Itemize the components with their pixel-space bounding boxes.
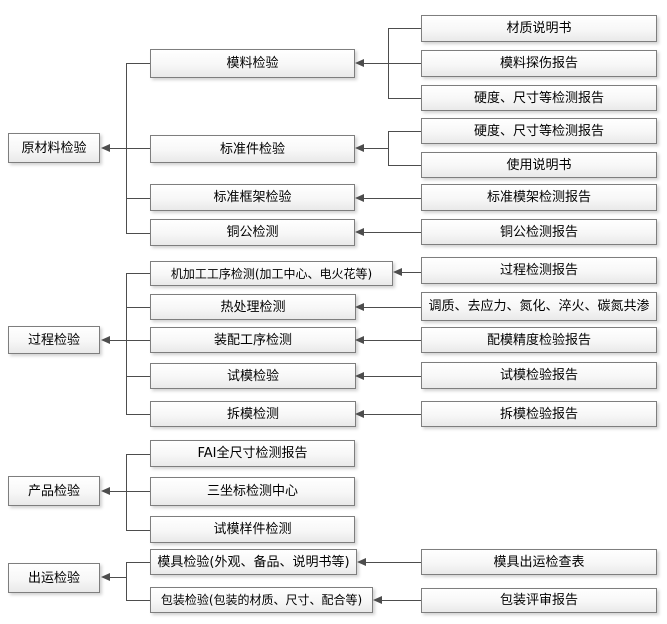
- connector-line: [388, 165, 421, 166]
- arrowhead-left-icon: [355, 410, 364, 418]
- node-shipment-inspection: 出运检验: [8, 563, 100, 593]
- arrowhead-left-icon: [101, 336, 110, 344]
- node-cmm-center: 三坐标检测中心: [150, 477, 355, 506]
- node-machining-process-inspection: 机加工工序检测(加工中心、电火花等): [150, 261, 393, 286]
- node-mold-fitting-report: 配模精度检验报告: [421, 327, 657, 353]
- node-mold-base-report: 标准模架检测报告: [421, 184, 657, 211]
- arrowhead-left-icon: [355, 144, 364, 152]
- node-process-inspection: 过程检验: [8, 326, 100, 354]
- connector-line: [363, 148, 388, 149]
- node-disassembly-report: 拆模检验报告: [421, 401, 657, 427]
- connector-line: [363, 232, 421, 233]
- connector-line: [388, 131, 421, 132]
- connector-line: [126, 530, 150, 531]
- node-trial-sample-inspection: 试模样件检测: [150, 516, 355, 543]
- connector-line: [126, 198, 150, 199]
- node-packaging-review-report: 包装评审报告: [421, 588, 657, 613]
- arrowhead-left-icon: [101, 573, 110, 581]
- node-copper-electrode-inspection: 铜公检测: [150, 219, 355, 246]
- node-copper-electrode-report: 铜公检测报告: [421, 219, 657, 245]
- connector-line: [126, 600, 150, 601]
- connector-line: [388, 131, 389, 166]
- arrowhead-left-icon: [355, 59, 364, 67]
- connector-line: [388, 98, 421, 99]
- node-packaging-inspection: 包装检验(包装的材质、尺寸、配合等): [150, 587, 373, 613]
- node-standard-frame-inspection: 标准框架检验: [150, 184, 355, 211]
- connector-line: [126, 562, 150, 563]
- connector-line: [126, 307, 150, 308]
- node-raw-material-inspection: 原材料检验: [8, 133, 100, 163]
- arrowhead-left-icon: [355, 372, 364, 380]
- node-hardness-dimension-report-1: 硬度、尺寸等检测报告: [421, 85, 657, 111]
- connector-line: [109, 340, 150, 341]
- node-user-manual: 使用说明书: [421, 152, 657, 178]
- arrowhead-left-icon: [355, 303, 364, 311]
- node-shipment-checklist: 模具出运检查表: [421, 549, 657, 575]
- connector-line: [126, 562, 127, 601]
- connector-line: [109, 148, 150, 149]
- node-mold-final-inspection: 模具检验(外观、备品、说明书等): [150, 549, 357, 575]
- node-material-specification: 材质说明书: [421, 15, 657, 42]
- connector-line: [363, 376, 421, 377]
- node-mold-material-inspection: 模料检验: [150, 49, 355, 78]
- connector-line: [126, 233, 150, 234]
- connector-line: [363, 198, 421, 199]
- connector-line: [126, 454, 127, 531]
- node-mold-disassembly-inspection: 拆模检测: [150, 401, 356, 427]
- arrowhead-left-icon: [355, 336, 364, 344]
- connector-line: [401, 272, 421, 273]
- connector-line: [388, 28, 421, 29]
- connector-line: [126, 376, 150, 377]
- connector-line: [363, 63, 421, 64]
- connector-line: [109, 491, 150, 492]
- node-heat-treatment-inspection: 热处理检测: [150, 294, 356, 320]
- connector-line: [126, 414, 150, 415]
- node-mold-trial-inspection: 试模检验: [150, 363, 356, 389]
- arrowhead-left-icon: [373, 596, 382, 604]
- connector-line: [381, 600, 421, 601]
- connector-line: [365, 562, 421, 563]
- connector-line: [126, 273, 150, 274]
- connector-line: [109, 577, 126, 578]
- node-hardness-dimension-report-2: 硬度、尺寸等检测报告: [421, 118, 657, 144]
- arrowhead-left-icon: [101, 487, 110, 495]
- node-flaw-detection-report: 模料探伤报告: [421, 50, 657, 77]
- node-product-inspection: 产品检验: [8, 476, 100, 506]
- connector-line: [126, 63, 150, 64]
- connector-line: [363, 340, 421, 341]
- connector-line: [363, 307, 421, 308]
- connector-line: [363, 414, 421, 415]
- node-trial-report: 试模检验报告: [421, 362, 657, 389]
- node-fai-dimension-report: FAI全尺寸检测报告: [150, 440, 355, 467]
- arrowhead-left-icon: [101, 144, 110, 152]
- node-assembly-process-inspection: 装配工序检测: [150, 327, 356, 353]
- connector-line: [126, 454, 150, 455]
- node-standard-parts-inspection: 标准件检验: [150, 135, 355, 163]
- connector-line: [126, 273, 127, 415]
- node-process-report: 过程检测报告: [421, 257, 657, 284]
- arrowhead-left-icon: [393, 268, 402, 276]
- arrowhead-left-icon: [357, 558, 366, 566]
- arrowhead-left-icon: [355, 228, 364, 236]
- node-heat-treatment-methods: 调质、去应力、氮化、淬火、碳氮共渗: [421, 292, 657, 321]
- arrowhead-left-icon: [355, 194, 364, 202]
